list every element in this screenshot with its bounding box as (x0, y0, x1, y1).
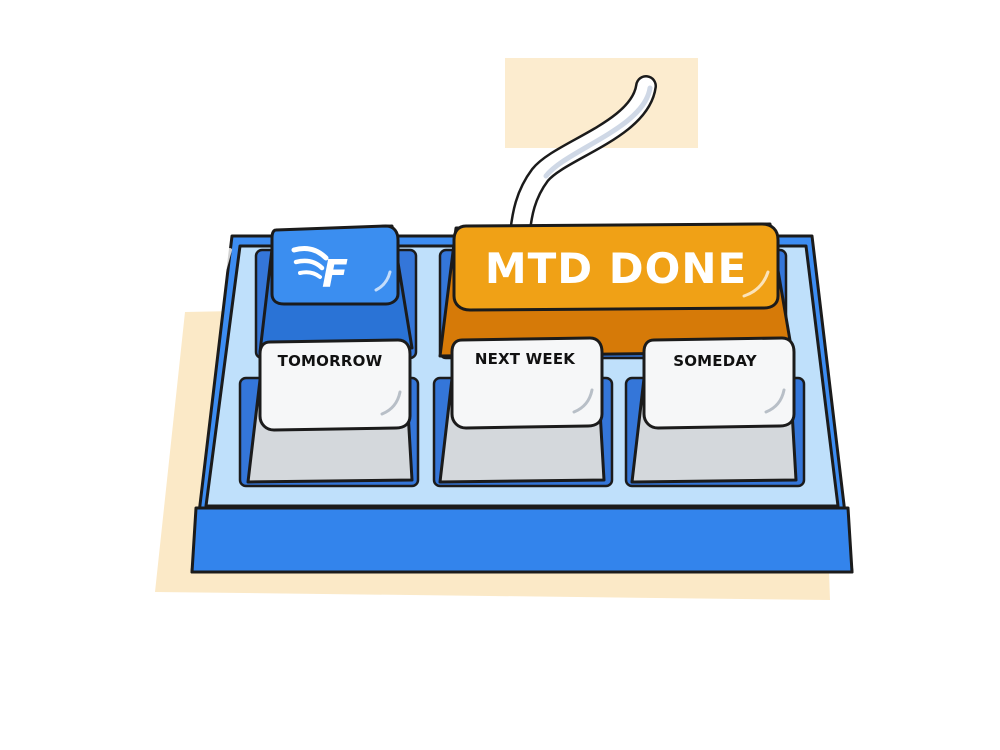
logo-key-letter: F (322, 252, 349, 296)
logo-key[interactable]: F (258, 224, 414, 354)
winged-f-logo-icon (291, 245, 329, 279)
done-key-label: MTD DONE (485, 244, 747, 293)
someday-key[interactable]: SOMEDAY (630, 336, 798, 484)
next-week-key[interactable]: NEXT WEEK (438, 336, 606, 484)
usb-cable (509, 75, 657, 243)
someday-key-label: SOMEDAY (673, 352, 758, 370)
tomorrow-key-label: TOMORROW (278, 352, 383, 370)
tomorrow-key[interactable]: TOMORROW (246, 338, 414, 484)
next-week-key-label: NEXT WEEK (475, 350, 576, 368)
done-key[interactable]: MTD DONE (438, 222, 794, 358)
